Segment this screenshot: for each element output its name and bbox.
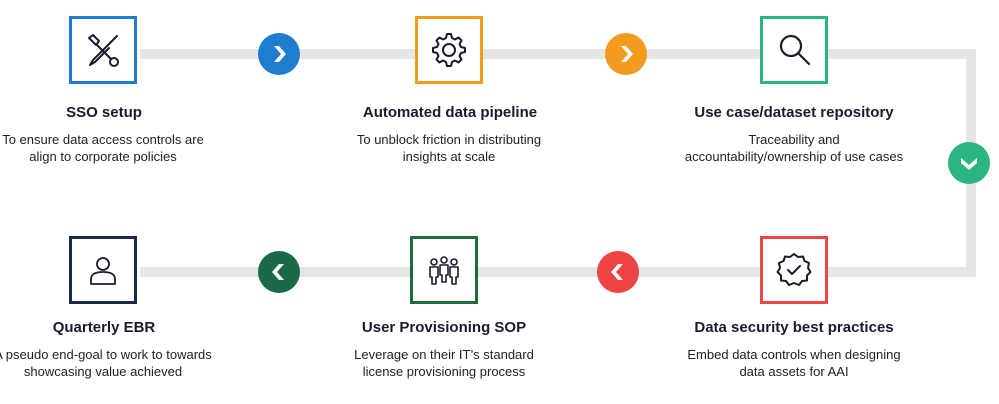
arrow-right-2	[605, 33, 647, 75]
step-5-icon-box	[410, 236, 478, 304]
person-icon	[90, 257, 116, 285]
step-5-title: User Provisioning SOP	[361, 319, 527, 336]
step-6-desc: A pseudo end-goal to work to towards sho…	[0, 347, 212, 379]
arrow-left-2	[258, 251, 300, 293]
step-4-title: Data security best practices	[694, 319, 894, 336]
step-2-title: Automated data pipeline	[362, 104, 538, 121]
magnifier-icon	[779, 34, 811, 66]
arrow-left-1	[597, 251, 639, 293]
step-6-icon-box	[69, 236, 137, 304]
step-2-desc: To unblock friction in distributing insi…	[356, 132, 542, 164]
flow-track-top	[140, 49, 976, 59]
chevron-right-icon	[274, 46, 286, 62]
team-icon	[429, 256, 459, 285]
step-1-desc: To ensure data access controls are align…	[2, 132, 204, 164]
step-2-icon-box	[415, 16, 483, 84]
chevron-right-icon	[621, 46, 633, 62]
chevron-left-icon	[611, 264, 623, 280]
step-1-icon-box	[69, 16, 137, 84]
arrow-down	[948, 142, 990, 184]
step-3-icon-box	[760, 16, 828, 84]
step-4-desc: Embed data controls when designing data …	[687, 347, 901, 379]
step-1-title: SSO setup	[66, 104, 142, 121]
chevron-left-icon	[272, 264, 284, 280]
verified-badge-icon	[776, 253, 812, 286]
flow-track-bottom	[140, 267, 976, 277]
step-4-icon-box	[760, 236, 828, 304]
chevron-down-icon	[961, 158, 977, 170]
wrench-screwdriver-icon	[88, 34, 119, 67]
arrow-right-1	[258, 33, 300, 75]
step-5-desc: Leverage on their IT’s standard license …	[354, 347, 534, 379]
step-6-title: Quarterly EBR	[52, 319, 156, 336]
step-3-title: Use case/dataset repository	[694, 104, 894, 121]
gear-icon	[432, 33, 466, 67]
step-3-desc: Traceability and accountability/ownershi…	[684, 132, 904, 164]
